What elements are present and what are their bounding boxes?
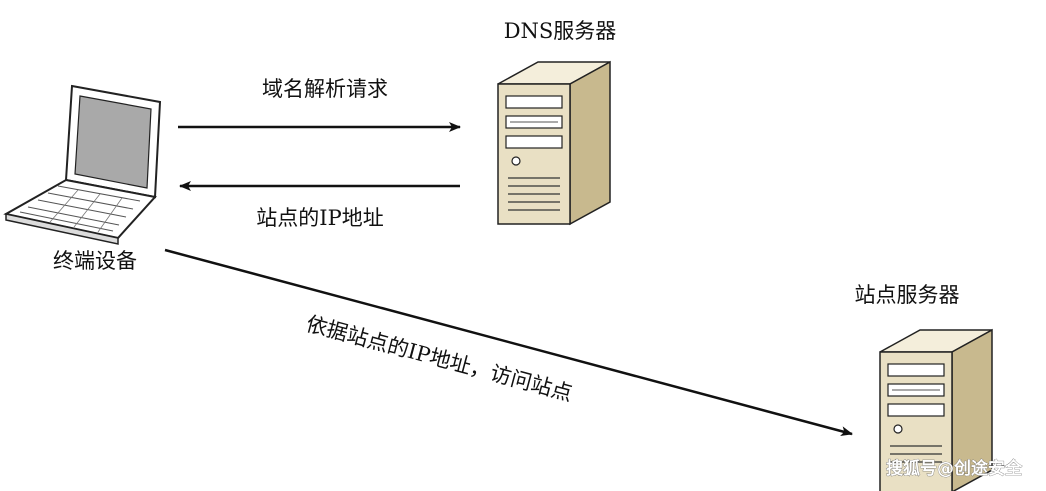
visit-arrow: [164, 248, 853, 436]
watermark-text: 搜狐号@创途安全: [886, 458, 1023, 479]
request-label: 域名解析请求: [262, 77, 388, 101]
laptop-icon: [3, 84, 162, 245]
terminal-label: 终端设备: [53, 249, 137, 273]
site-server-icon: [879, 328, 993, 491]
site-server-label: 站点服务器: [855, 283, 960, 307]
response-label: 站点的IP地址: [256, 206, 383, 230]
visit-label: 依据站点的IP地址，访问站点: [304, 312, 575, 406]
dns-server-icon: [497, 60, 611, 226]
dns-server-label: DNS服务器: [504, 19, 617, 43]
